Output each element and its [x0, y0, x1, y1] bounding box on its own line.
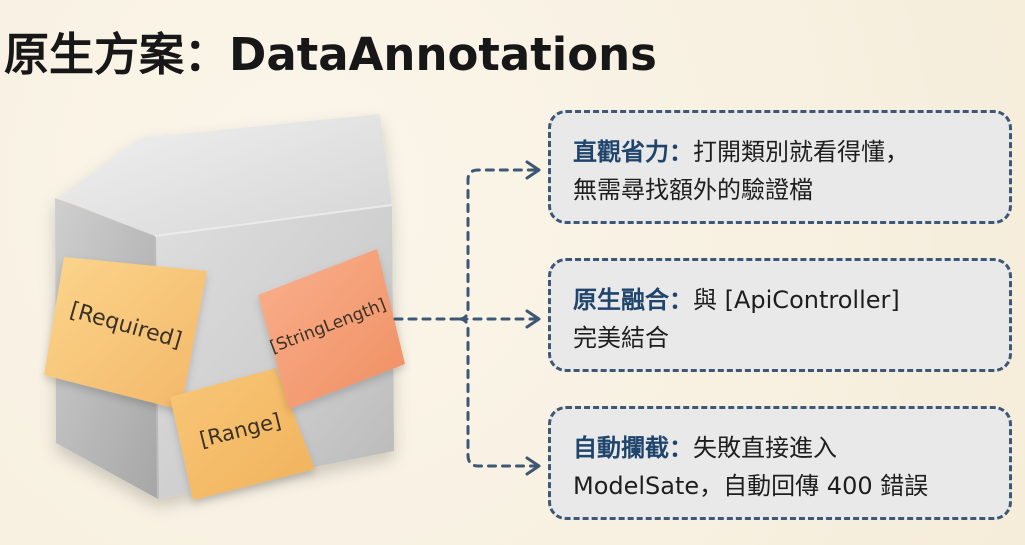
connector-bottom-line — [458, 317, 538, 468]
sticky-note-required-paper — [44, 257, 207, 410]
benefit-colon: ： — [669, 286, 693, 314]
sticky-note-stringlength-paper — [258, 249, 405, 409]
sticky-note-required: [Required] — [44, 257, 207, 410]
benefit-label: 自動攔截 — [573, 434, 669, 462]
sticky-note-stringlength: [StringLength] — [258, 249, 405, 409]
cube-top — [58, 114, 392, 236]
benefit-text: 失敗直接進入 — [693, 434, 837, 462]
benefit-card-native: 原生融合：與 [ApiController] 完美結合 — [548, 258, 1012, 372]
benefit-text: 與 [ApiController] — [693, 286, 900, 314]
benefit-text: 打開類別就看得懂， — [693, 138, 909, 166]
connector-arrows — [525, 160, 541, 476]
benefit-colon: ： — [669, 138, 693, 166]
sticky-note-range-paper — [170, 368, 315, 500]
benefit-text: ModelSate，自動回傳 400 錯誤 — [573, 472, 929, 500]
arrow-right-icon — [525, 456, 541, 476]
arrow-right-icon — [525, 160, 541, 180]
benefit-label: 直觀省力 — [573, 138, 669, 166]
connector — [393, 168, 538, 468]
benefit-colon: ： — [669, 434, 693, 462]
benefit-line: 直觀省力：打開類別就看得懂， — [573, 133, 989, 171]
benefit-label: 原生融合 — [573, 286, 669, 314]
arrow-right-icon — [525, 309, 541, 329]
page-title: 原生方案：DataAnnotations — [4, 28, 657, 81]
sticky-note-range: [Range] — [170, 368, 315, 500]
benefit-text: 無需尋找額外的驗證檔 — [573, 176, 813, 204]
benefit-line: 自動攔截：失敗直接進入 — [573, 429, 989, 467]
benefit-card-intuitive: 直觀省力：打開類別就看得懂， 無需尋找額外的驗證檔 — [548, 110, 1012, 224]
cube-edge — [154, 204, 393, 237]
benefit-card-auto-block: 自動攔截：失敗直接進入 ModelSate，自動回傳 400 錯誤 — [548, 406, 1012, 520]
connector-top-line — [458, 168, 538, 321]
benefit-line: 原生融合：與 [ApiController] — [573, 281, 989, 319]
benefit-text: 完美結合 — [573, 324, 669, 352]
